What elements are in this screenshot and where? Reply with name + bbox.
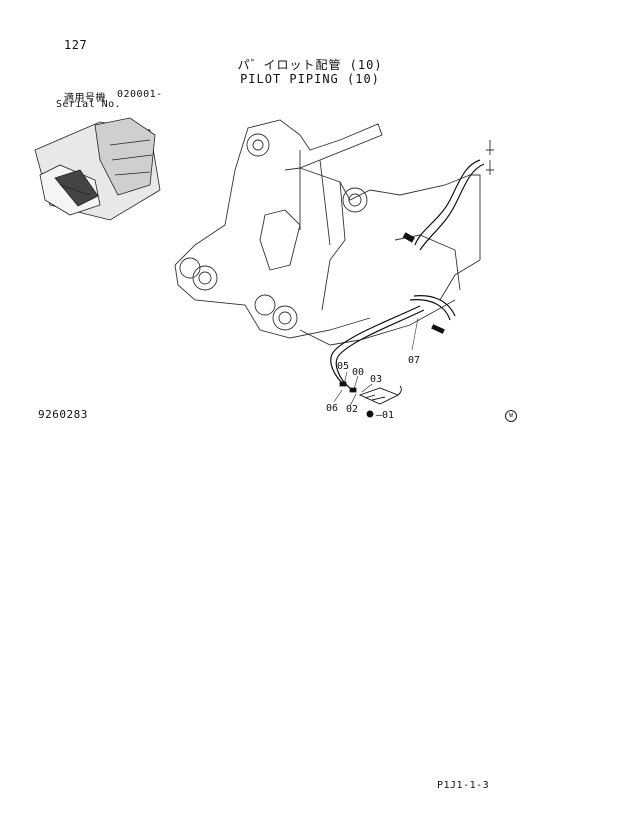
valve-block	[358, 385, 402, 418]
title-english: PILOT PIPING (10)	[240, 72, 380, 86]
front-frame	[174, 119, 494, 346]
figure-number: 9260283	[38, 408, 88, 421]
callout-00: 00	[352, 367, 365, 378]
callout-01: —01	[376, 410, 395, 421]
page-code: P1J1-1-3	[437, 780, 490, 791]
leader-lines	[333, 317, 419, 407]
title-japanese: パ゛イロット配管 (10)	[237, 58, 383, 72]
serial-label-english: Serial No.	[56, 99, 122, 110]
fittings	[339, 232, 445, 393]
callout-02: 02	[346, 404, 359, 415]
pilot-hoses	[330, 159, 485, 389]
serial-label-japanese: 適用号機	[64, 93, 106, 104]
callout-05: 05	[337, 361, 350, 372]
callout-06: 06	[326, 403, 339, 414]
page-number: 127	[64, 38, 88, 52]
callout-03: 03	[370, 374, 383, 385]
machine-thumbnail	[34, 117, 161, 221]
circle-mark: W	[505, 410, 517, 422]
serial-value: 020001-	[117, 89, 163, 100]
callout-07: 07	[408, 355, 421, 366]
